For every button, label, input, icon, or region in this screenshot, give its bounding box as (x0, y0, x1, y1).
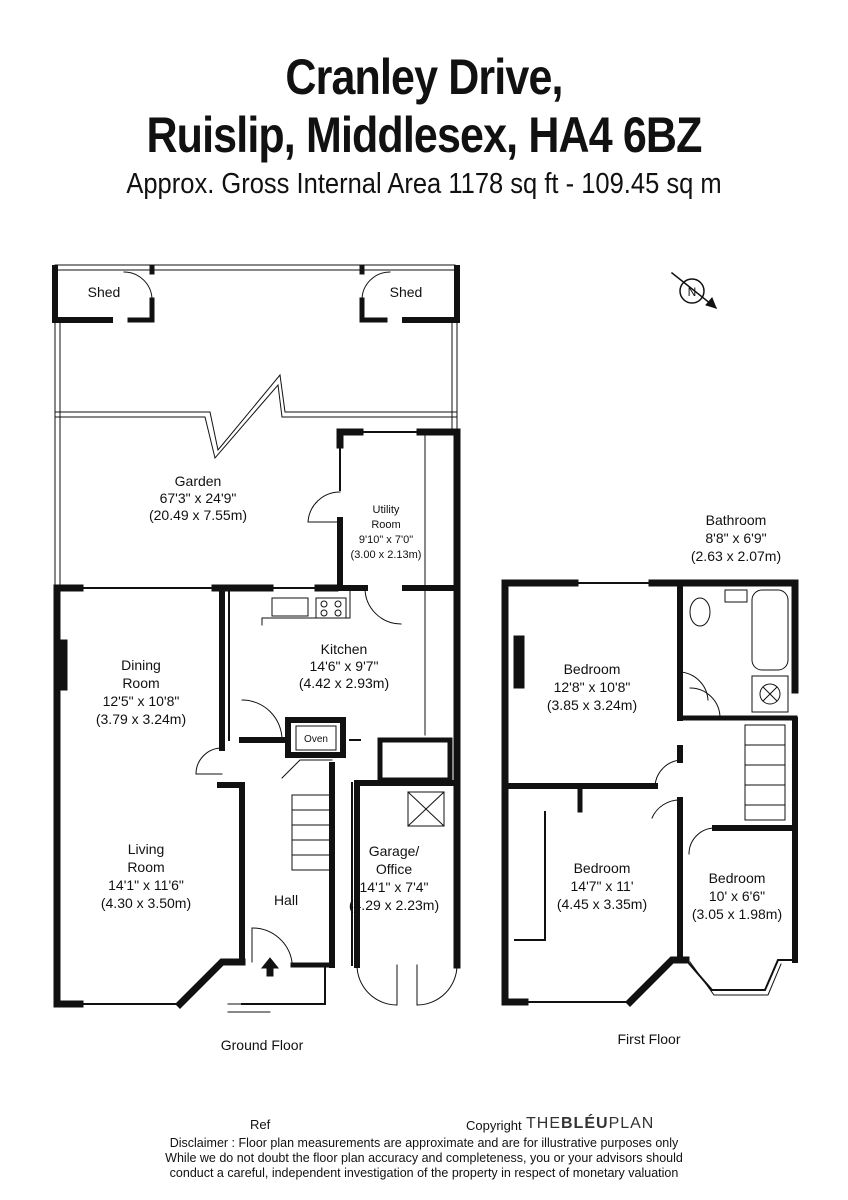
shed-right (359, 265, 460, 323)
bedroom2-dim-metric: (4.45 x 3.35m) (557, 896, 647, 912)
brand-suffix: PLAN (608, 1115, 655, 1132)
bathroom-label: Bathroom (706, 512, 767, 528)
copyright-label: Copyright (466, 1118, 522, 1133)
entrance-arrow-icon (260, 957, 280, 977)
kitchen-dim-imperial: 14'6" x 9'7" (310, 658, 379, 674)
utility-label-1: Utility (373, 504, 400, 516)
bedroom2-dim-imperial: 14'7" x 11' (571, 878, 634, 894)
bedroom1-dim-imperial: 12'8" x 10'8" (554, 679, 631, 695)
title-line-2: Ruislip, Middlesex, HA4 6BZ (146, 107, 702, 163)
first-floor-label: First Floor (618, 1031, 681, 1047)
brand-prefix: THE (526, 1115, 561, 1132)
bathroom-dim-imperial: 8'8" x 6'9" (705, 530, 766, 546)
garage-dim-imperial: 14'1" x 7'4" (360, 879, 429, 895)
disclaimer-line-1: Disclaimer : Floor plan measurements are… (169, 1136, 679, 1150)
garage-label-1: Garage/ (369, 843, 420, 859)
compass-rose (670, 271, 718, 310)
bedroom1-dim-metric: (3.85 x 3.24m) (547, 697, 637, 713)
utility-label-2: Room (371, 519, 400, 531)
brand-mid: BLÉU (561, 1115, 609, 1132)
bathroom-dim-metric: (2.63 x 2.07m) (691, 548, 781, 564)
ground-floor-label: Ground Floor (221, 1037, 304, 1053)
garden-label: Garden (175, 473, 222, 489)
dining-label-2: Room (122, 675, 159, 691)
kitchen-dim-metric: (4.42 x 2.93m) (299, 675, 389, 691)
title-line-1: Cranley Drive, (285, 49, 563, 105)
bedroom1-label: Bedroom (564, 661, 621, 677)
living-dim-metric: (4.30 x 3.50m) (101, 895, 191, 911)
gross-internal-area: Approx. Gross Internal Area 1178 sq ft -… (126, 168, 722, 200)
hall-label: Hall (274, 892, 298, 908)
living-dim-imperial: 14'1" x 11'6" (108, 877, 184, 893)
ref-label: Ref (250, 1117, 271, 1132)
living-label-1: Living (128, 841, 165, 857)
living-label-2: Room (127, 859, 164, 875)
bedroom3-dim-metric: (3.05 x 1.98m) (692, 906, 782, 922)
brand-logo: THEBLÉUPLAN (526, 1115, 654, 1133)
bedroom3-label: Bedroom (709, 870, 766, 886)
garden-outline (54, 264, 458, 586)
disclaimer-line-2: While we do not doubt the floor plan acc… (165, 1151, 683, 1165)
compass-letter: N (688, 285, 697, 299)
ground-floor-walls (53, 428, 461, 1013)
garage-label-2: Office (376, 861, 413, 877)
utility-dim-imperial: 9'10" x 7'0" (359, 534, 413, 546)
first-floor-walls (501, 579, 799, 1007)
shed-left-label: Shed (88, 284, 121, 300)
disclaimer-line-3: conduct a careful, independent investiga… (169, 1166, 679, 1180)
dining-label-1: Dining (121, 657, 161, 673)
dining-dim-metric: (3.79 x 3.24m) (96, 711, 186, 727)
disclaimer: Disclaimer : Floor plan measurements are… (0, 1136, 848, 1181)
shed-right-label: Shed (390, 284, 423, 300)
kitchen-label: Kitchen (321, 641, 368, 657)
dining-dim-imperial: 12'5" x 10'8" (103, 693, 180, 709)
oven-label: Oven (304, 734, 328, 745)
bedroom2-label: Bedroom (574, 860, 631, 876)
bedroom3-dim-imperial: 10' x 6'6" (709, 888, 765, 904)
shed-left (52, 265, 155, 323)
utility-dim-metric: (3.00 x 2.13m) (351, 549, 422, 561)
garden-dim-metric: (20.49 x 7.55m) (149, 507, 247, 523)
garden-dim-imperial: 67'3" x 24'9" (160, 490, 237, 506)
garage-dim-metric: (4.29 x 2.23m) (349, 897, 439, 913)
